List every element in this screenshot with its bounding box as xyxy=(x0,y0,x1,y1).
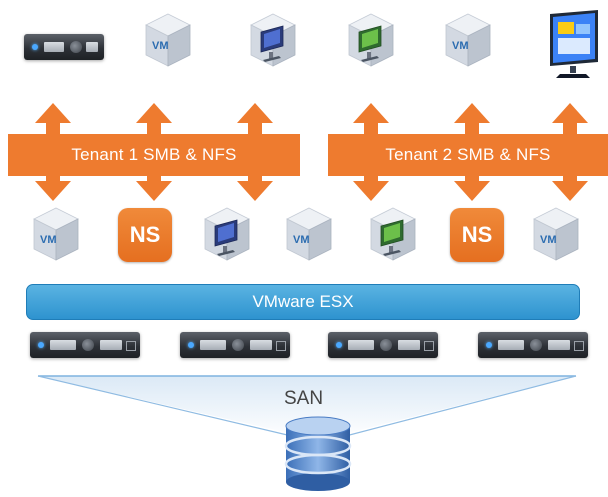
monitor-icon xyxy=(542,8,602,80)
vm-icon: VM xyxy=(285,206,333,262)
desktop-vm-icon xyxy=(249,12,297,68)
tenant-1-label: Tenant 1 SMB & NFS xyxy=(71,145,237,164)
desktop-vm-green-icon xyxy=(347,12,395,68)
server-icon xyxy=(180,332,290,358)
server-icon xyxy=(478,332,588,358)
server-icon xyxy=(328,332,438,358)
tenant-2-band: Tenant 2 SMB & NFS xyxy=(328,134,608,176)
tenant-2-label: Tenant 2 SMB & NFS xyxy=(385,145,551,164)
vmware-esx-label: VMware ESX xyxy=(252,292,354,311)
vm-icon: VM xyxy=(532,206,580,262)
desktop-vm-green-icon xyxy=(369,206,417,262)
vm-icon: VM xyxy=(32,206,80,262)
server-icon xyxy=(30,332,140,358)
ns-box: NS xyxy=(450,208,504,262)
vm-icon: VM xyxy=(444,12,492,68)
desktop-vm-icon xyxy=(203,206,251,262)
tenant-1-band: Tenant 1 SMB & NFS xyxy=(8,134,300,176)
ns-box: NS xyxy=(118,208,172,262)
top-server-icon xyxy=(24,34,104,60)
san-fan xyxy=(0,370,608,450)
database-icon xyxy=(282,416,354,492)
vm-icon: VM xyxy=(144,12,192,68)
vmware-esx-bar: VMware ESX xyxy=(26,284,580,320)
san-label: SAN xyxy=(284,388,324,409)
